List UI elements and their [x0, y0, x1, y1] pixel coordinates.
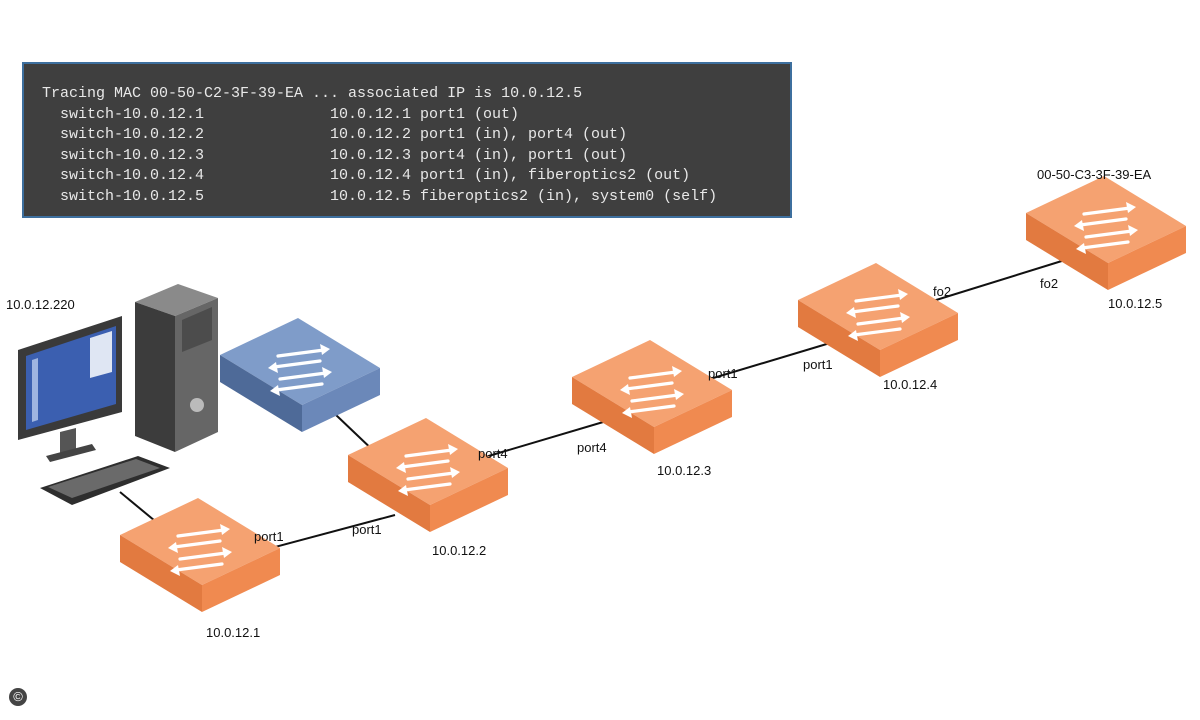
trace-row: switch-10.0.12.3 10.0.12.3 port4 (in), po… — [42, 146, 790, 167]
switch-ip-label: 10.0.12.3 — [657, 463, 712, 478]
tower-pc-icon — [135, 284, 218, 452]
trace-row: switch-10.0.12.2 10.0.12.2 port1 (in), po… — [42, 125, 790, 146]
switch-icon — [120, 498, 280, 612]
trace-output-panel: Tracing MAC 00-50-C2-3F-39-EA ... associ… — [22, 62, 792, 218]
switch-icon — [572, 340, 732, 454]
port-label: port4 — [478, 446, 508, 461]
trace-switch-name: switch-10.0.12.5 — [60, 187, 205, 205]
port-label: port1 — [254, 529, 284, 544]
switch-icon — [348, 418, 508, 532]
trace-detail: 10.0.12.4 port1 (in), fiberoptics2 (out) — [330, 167, 691, 184]
blue-switch-icon — [220, 318, 380, 432]
trace-switch-name: switch-10.0.12.4 — [60, 167, 205, 184]
mac-address-label: 00-50-C3-3F-39-EA — [1037, 167, 1152, 182]
switch-icon — [1026, 176, 1186, 290]
host-ip-label: 10.0.12.220 — [6, 297, 75, 312]
cable-sw2-sw3 — [464, 419, 611, 464]
cable-sw4-sw5 — [919, 259, 1066, 306]
switch-ip-label: 10.0.12.1 — [206, 625, 261, 640]
cable-sw3-sw4 — [689, 339, 841, 386]
trace-switch-name: switch-10.0.12.3 — [60, 146, 205, 164]
keyboard-icon — [40, 456, 170, 505]
port-label: fo2 — [1040, 276, 1059, 291]
trace-row: switch-10.0.12.1 10.0.12.1 port1 (out) — [42, 105, 790, 126]
port-label: port4 — [577, 440, 607, 455]
port-label: port1 — [708, 366, 738, 381]
trace-detail: 10.0.12.2 port1 (in), port4 (out) — [330, 126, 628, 143]
port-label: fo2 — [933, 284, 952, 299]
cables — [119, 259, 1066, 556]
monitor-icon — [18, 316, 122, 462]
trace-row: switch-10.0.12.4 10.0.12.4 port1 (in), fi… — [42, 166, 790, 187]
trace-detail: 10.0.12.3 port4 (in), port1 (out) — [330, 146, 628, 164]
trace-detail: 10.0.12.5 fiberoptics2 (in), system0 (se… — [330, 187, 718, 205]
switch-ip-label: 10.0.12.5 — [1108, 296, 1163, 311]
trace-switch-name: switch-10.0.12.1 — [60, 105, 205, 123]
switch-ip-label: 10.0.12.4 — [883, 377, 938, 392]
switch-ip-label: 10.0.12.2 — [432, 543, 487, 558]
copyright-icon: © — [9, 688, 27, 706]
trace-row: switch-10.0.12.5 10.0.12.5 fiberoptics2 (… — [42, 187, 790, 208]
port-label: port1 — [803, 357, 833, 372]
trace-detail: 10.0.12.1 port1 (out) — [330, 105, 520, 123]
trace-switch-name: switch-10.0.12.2 — [60, 126, 205, 143]
trace-header: Tracing MAC 00-50-C2-3F-39-EA ... associ… — [42, 85, 583, 102]
port-label: port1 — [352, 522, 382, 537]
switch-icon — [798, 263, 958, 377]
